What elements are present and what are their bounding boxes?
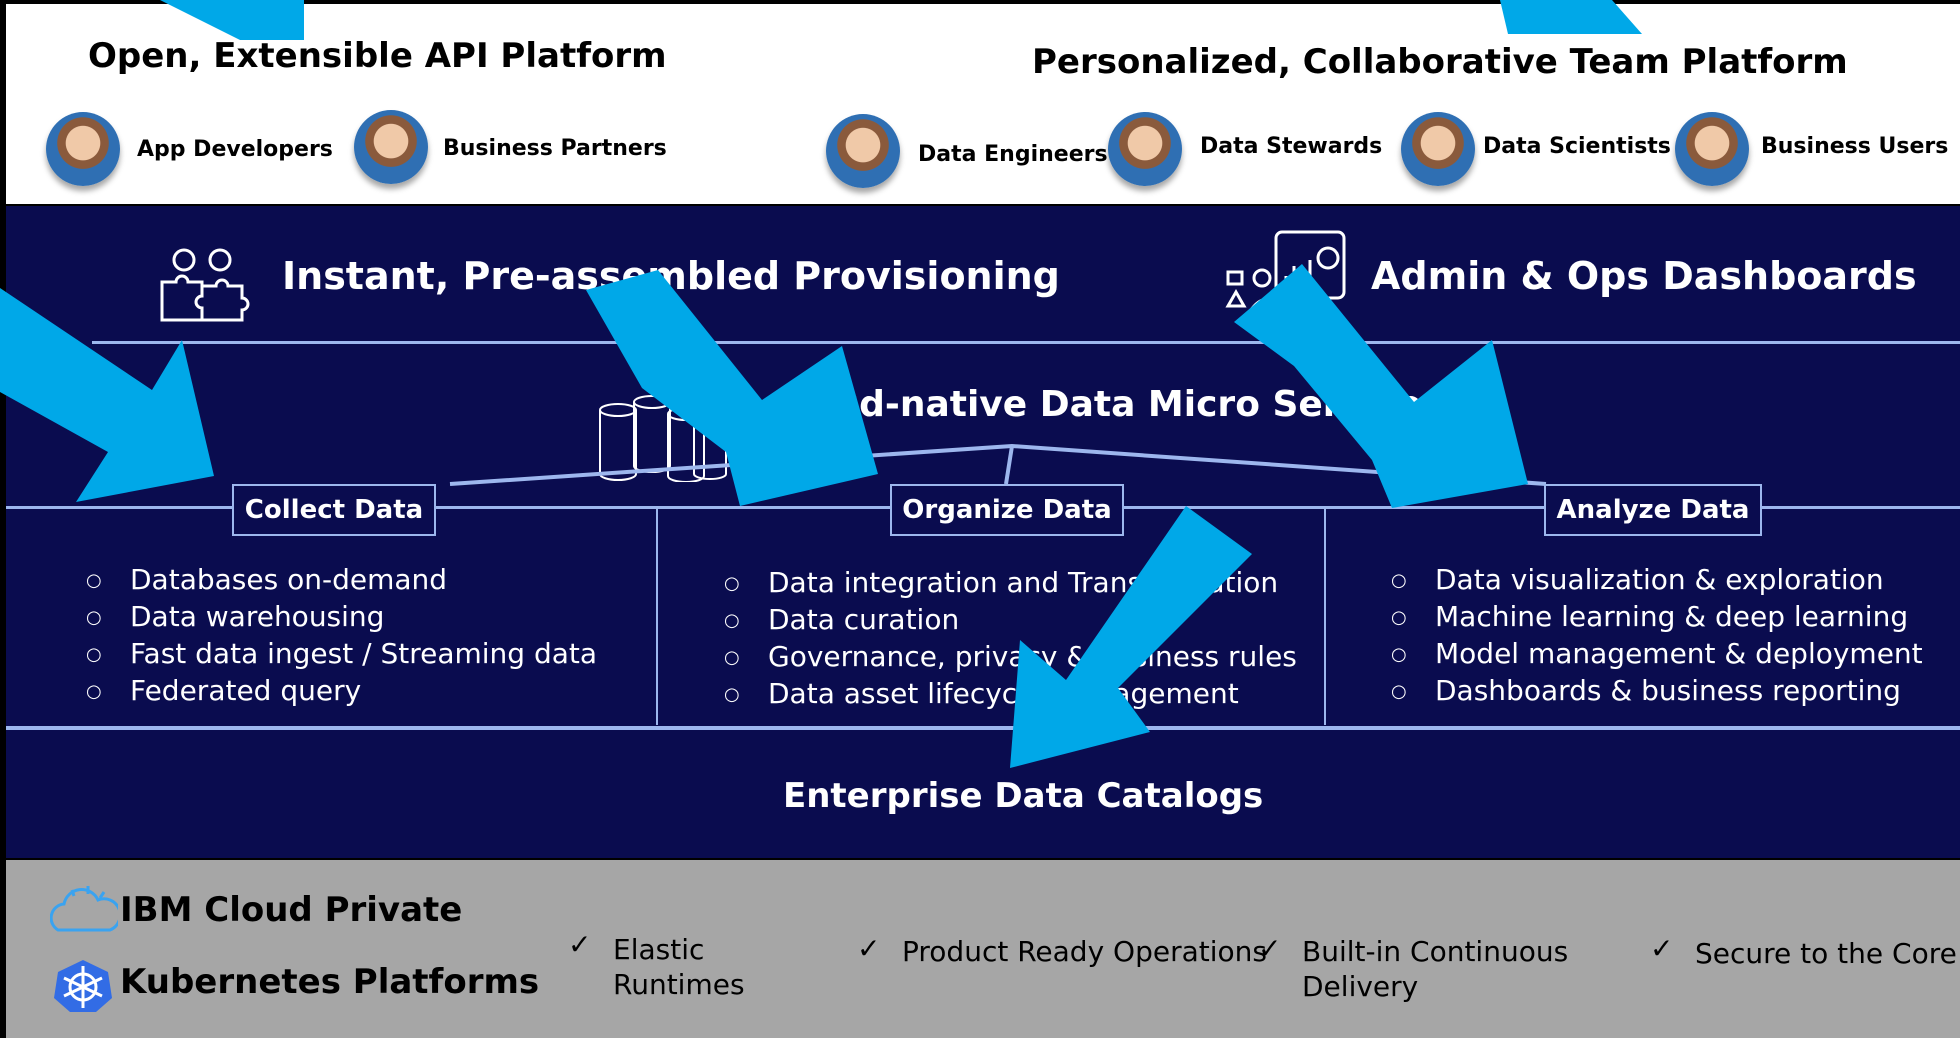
- list-item: ○Databases on-demand: [86, 563, 448, 596]
- analyze-data-label: Analyze Data: [1544, 484, 1762, 536]
- list-item: ○Data curation: [724, 603, 960, 636]
- list-item: ○Dashboards & business reporting: [1391, 674, 1901, 707]
- persona-label: App Developers: [137, 137, 333, 162]
- infrastructure-panel: [6, 860, 1960, 1038]
- feature-label: Product Ready Operations: [902, 935, 1267, 968]
- feature-label: Secure to the Core: [1695, 937, 1957, 970]
- ibm-cloud-private-label: IBM Cloud Private: [120, 890, 463, 930]
- kubernetes-platforms-label: Kubernetes Platforms: [120, 962, 540, 1002]
- arrow-shape: [1234, 264, 1528, 508]
- puzzle-icon: [160, 248, 250, 322]
- list-item: ○Data visualization & exploration: [1391, 563, 1884, 596]
- catalog-title: Enterprise Data Catalogs: [783, 776, 1264, 816]
- list-item: ○Fast data ingest / Streaming data: [86, 637, 598, 670]
- divider: [656, 507, 658, 725]
- persona-label: Business Users: [1761, 134, 1949, 159]
- team-platform-header: Personalized, Collaborative Team Platfor…: [1032, 42, 1848, 82]
- personas-panel: [6, 4, 1960, 204]
- persona-label: Data Stewards: [1200, 134, 1383, 159]
- list-item: ○Machine learning & deep learning: [1391, 600, 1909, 633]
- avatar: [1401, 112, 1475, 186]
- arrow-shape: [0, 288, 214, 502]
- arrow-shape: [1500, 0, 1642, 34]
- api-platform-header: Open, Extensible API Platform: [88, 36, 667, 76]
- arrow-shape: [586, 270, 878, 506]
- feature-label: Built-in Continuous Delivery: [1302, 935, 1569, 1003]
- cloud-icon: [50, 886, 118, 932]
- arrow-shape: [160, 0, 304, 40]
- divider: [6, 726, 1960, 730]
- divider: [1324, 507, 1326, 725]
- avatar: [1675, 112, 1749, 186]
- persona-label: Data Scientists: [1483, 134, 1671, 159]
- divider: [92, 341, 1960, 344]
- feature-label: Elastic Runtimes: [613, 933, 745, 1001]
- list-item: ○Data asset lifecycle management: [724, 677, 1239, 710]
- organize-data-label: Organize Data: [890, 484, 1124, 536]
- organize-data-list: ○Data integration and Transformation ○Da…: [724, 565, 1297, 713]
- avatar: [46, 112, 120, 186]
- list-item: ○Federated query: [86, 674, 362, 707]
- avatar: [354, 110, 428, 184]
- check-icon: ✓: [568, 928, 592, 961]
- arrow-shape: [1010, 506, 1252, 768]
- check-icon: ✓: [1258, 932, 1282, 965]
- check-icon: ✓: [1650, 932, 1674, 965]
- persona-label: Business Partners: [443, 136, 667, 161]
- dashboards-title: Admin & Ops Dashboards: [1371, 254, 1917, 298]
- avatar: [1108, 112, 1182, 186]
- kubernetes-icon: [54, 960, 112, 1012]
- persona-label: Data Engineers: [918, 142, 1108, 167]
- collect-data-list: ○Databases on-demand ○Data warehousing ○…: [86, 562, 597, 710]
- analyze-data-list: ○Data visualization & exploration ○Machi…: [1391, 562, 1923, 710]
- list-item: ○Data warehousing: [86, 600, 385, 633]
- list-item: ○Model management & deployment: [1391, 637, 1923, 670]
- collect-data-label: Collect Data: [232, 484, 436, 536]
- avatar: [826, 114, 900, 188]
- check-icon: ✓: [857, 932, 881, 965]
